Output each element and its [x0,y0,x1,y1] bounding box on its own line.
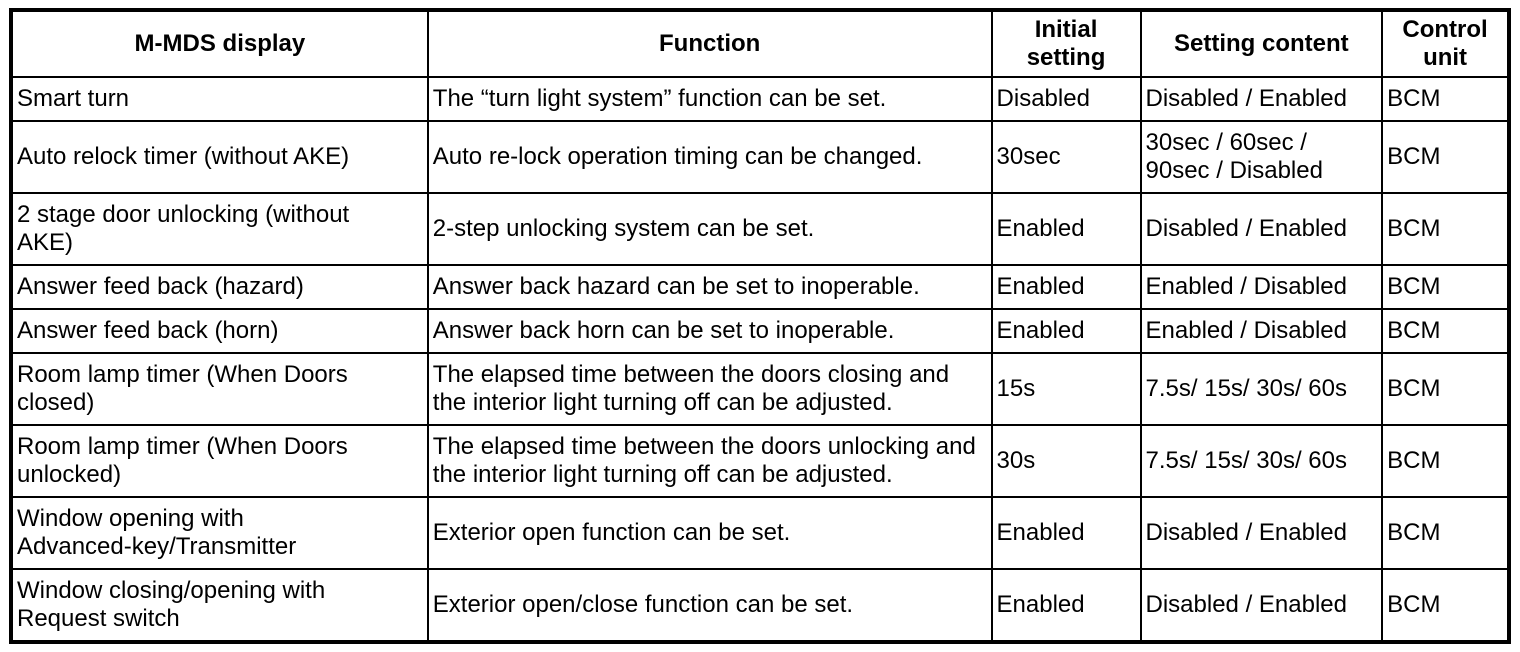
cell-initial-setting: Enabled [990,192,1142,266]
table-row: Smart turn The “turn light system” funct… [10,76,1510,122]
cell-initial-setting: Enabled [990,568,1142,643]
cell-control-unit: BCM [1381,352,1510,426]
table-row: Room lamp timer (When Doors unlocked) Th… [10,424,1510,498]
cell-setting-content: Disabled / Enabled [1139,192,1384,266]
table-row: Window closing/opening with Request swit… [10,568,1510,643]
cell-control-unit: BCM [1381,308,1510,354]
cell-setting-content: Disabled / Enabled [1139,76,1384,122]
column-header-function: Function [426,9,993,78]
cell-control-unit: BCM [1381,568,1510,643]
table-body: Smart turn The “turn light system” funct… [10,76,1510,643]
cell-control-unit: BCM [1381,76,1510,122]
cell-function: The “turn light system” function can be … [426,76,993,122]
cell-mmds-display: 2 stage door unlocking (without AKE) [10,192,429,266]
cell-mmds-display: Smart turn [10,76,429,122]
cell-function: The elapsed time between the doors closi… [426,352,993,426]
cell-initial-setting: 30sec [990,120,1142,194]
cell-initial-setting: Enabled [990,496,1142,570]
cell-function: The elapsed time between the doors unloc… [426,424,993,498]
cell-function: Exterior open function can be set. [426,496,993,570]
column-header-initial: Initial setting [990,9,1142,78]
cell-control-unit: BCM [1381,192,1510,266]
cell-control-unit: BCM [1381,496,1510,570]
cell-mmds-display: Auto relock timer (without AKE) [10,120,429,194]
cell-mmds-display: Room lamp timer (When Doors closed) [10,352,429,426]
table-row: Auto relock timer (without AKE) Auto re-… [10,120,1510,194]
cell-control-unit: BCM [1381,424,1510,498]
column-header-content: Setting content [1139,9,1384,78]
cell-function: 2-step unlocking system can be set. [426,192,993,266]
table-row: Answer feed back (hazard) Answer back ha… [10,264,1510,310]
cell-function: Auto re-lock operation timing can be cha… [426,120,993,194]
cell-mmds-display: Answer feed back (horn) [10,308,429,354]
cell-setting-content: Disabled / Enabled [1139,568,1384,643]
cell-initial-setting: 30s [990,424,1142,498]
cell-mmds-display: Window closing/opening with Request swit… [10,568,429,643]
cell-setting-content: Enabled / Disabled [1139,264,1384,310]
column-header-display: M-MDS display [10,9,429,78]
table-row: Window opening with Advanced-key/Transmi… [10,496,1510,570]
cell-setting-content: 7.5s/ 15s/ 30s/ 60s [1139,424,1384,498]
cell-initial-setting: Disabled [990,76,1142,122]
cell-setting-content: 30sec / 60sec / 90sec / Disabled [1139,120,1384,194]
cell-initial-setting: 15s [990,352,1142,426]
cell-mmds-display: Answer feed back (hazard) [10,264,429,310]
cell-mmds-display: Room lamp timer (When Doors unlocked) [10,424,429,498]
cell-initial-setting: Enabled [990,264,1142,310]
cell-control-unit: BCM [1381,264,1510,310]
table-row: Answer feed back (horn) Answer back horn… [10,308,1510,354]
cell-mmds-display: Window opening with Advanced-key/Transmi… [10,496,429,570]
cell-control-unit: BCM [1381,120,1510,194]
table-row: Room lamp timer (When Doors closed) The … [10,352,1510,426]
column-header-unit: Control unit [1381,9,1510,78]
cell-setting-content: Disabled / Enabled [1139,496,1384,570]
cell-initial-setting: Enabled [990,308,1142,354]
cell-setting-content: Enabled / Disabled [1139,308,1384,354]
cell-function: Exterior open/close function can be set. [426,568,993,643]
cell-function: Answer back horn can be set to inoperabl… [426,308,993,354]
table-row: 2 stage door unlocking (without AKE) 2-s… [10,192,1510,266]
cell-function: Answer back hazard can be set to inopera… [426,264,993,310]
cell-setting-content: 7.5s/ 15s/ 30s/ 60s [1139,352,1384,426]
